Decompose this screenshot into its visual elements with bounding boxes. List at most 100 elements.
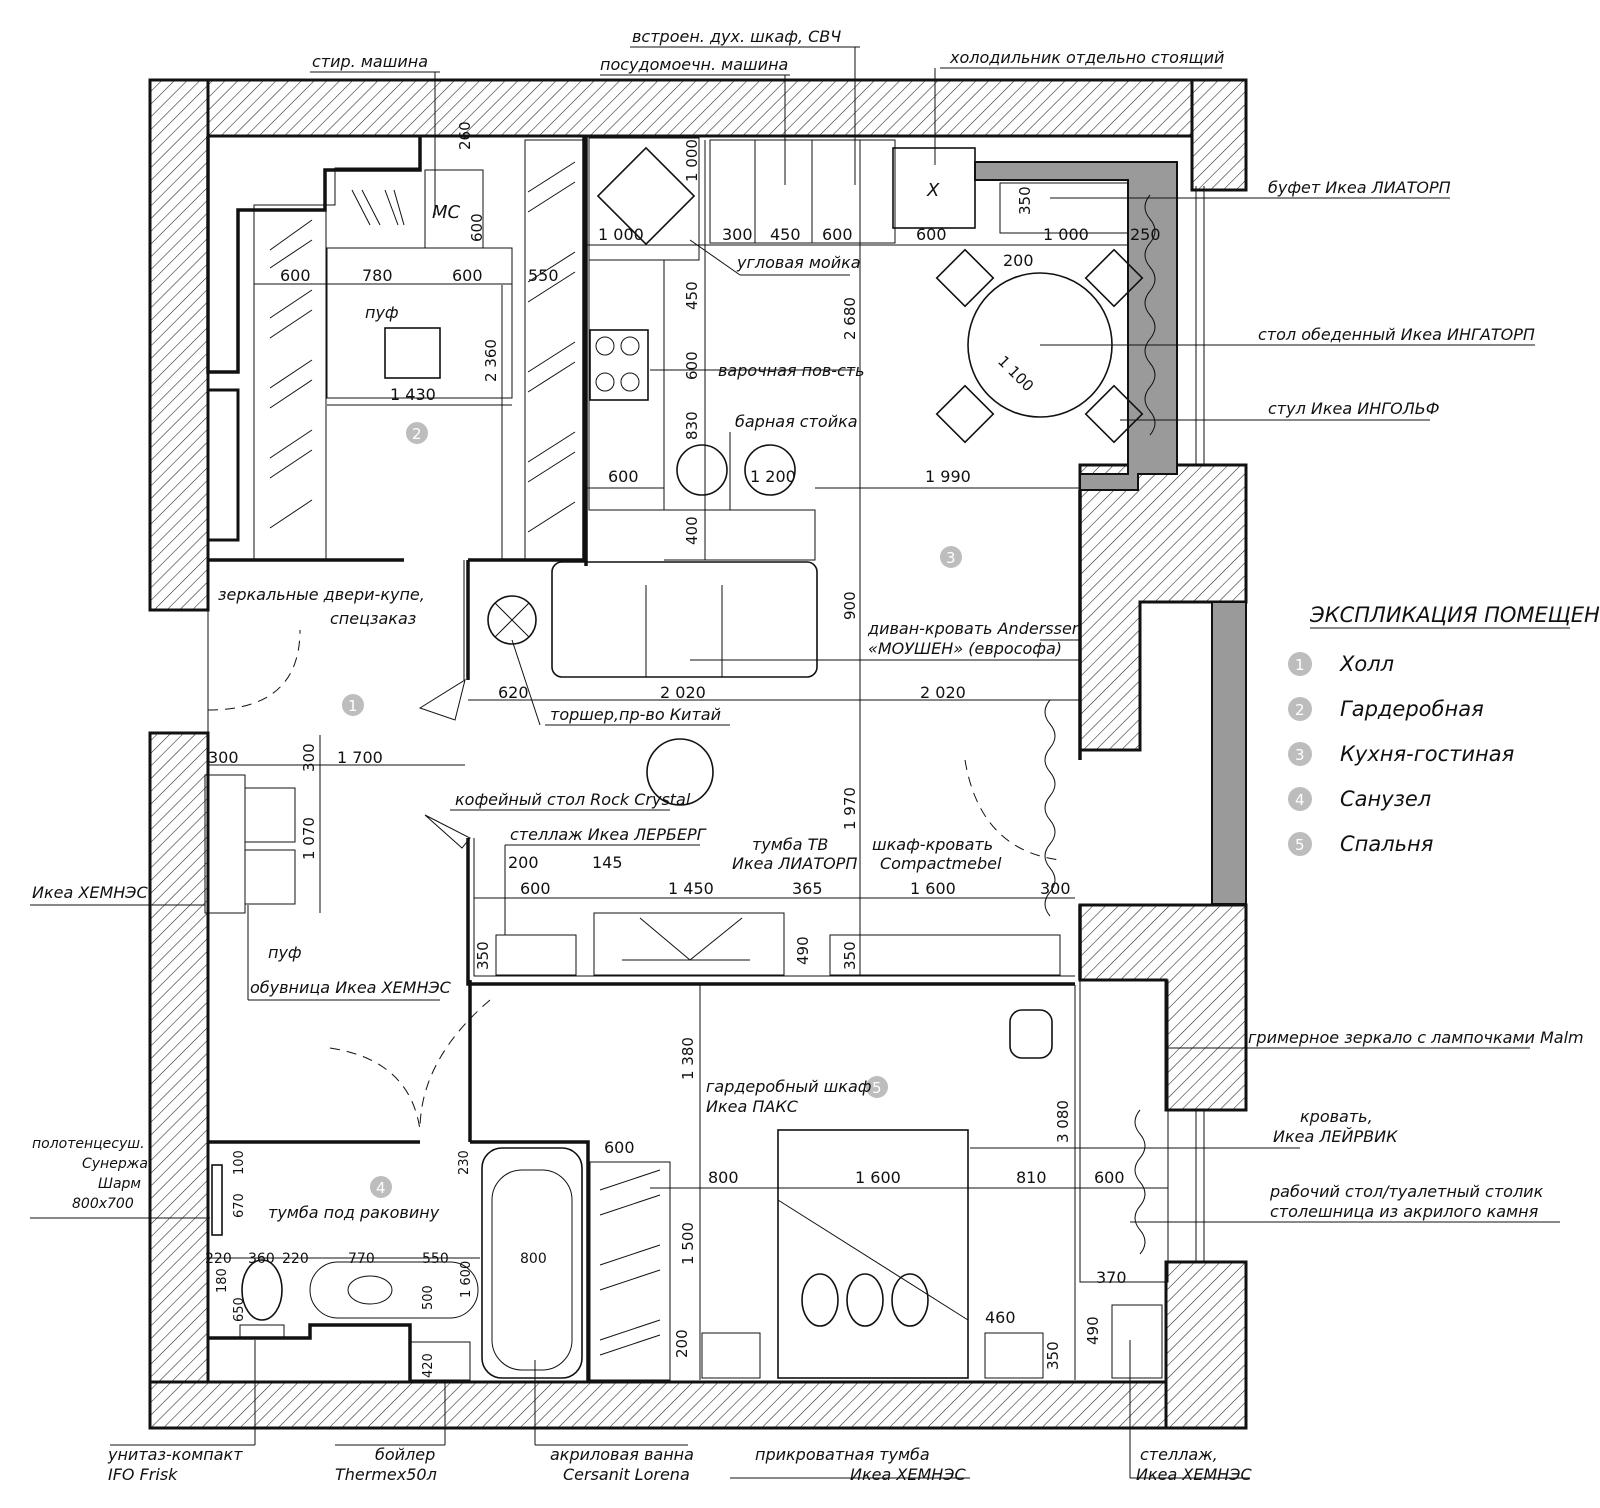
legend-marker-4 — [1288, 787, 1312, 811]
legend-num-5: 5 — [1295, 836, 1305, 854]
label-oven-microwave: встроен. дух. шкаф, СВЧ — [632, 27, 841, 46]
dim-1600b: 1 600 — [459, 1261, 474, 1298]
room-marker-1 — [342, 694, 364, 716]
tv-stand — [593, 912, 785, 976]
dim-800bed: 800 — [708, 1168, 739, 1187]
bedroom-furniture — [589, 979, 1169, 1381]
room-marker-3-num: 3 — [946, 549, 956, 567]
label-nightstand-1: прикроватная тумба — [755, 1445, 930, 1464]
dim-1500: 1 500 — [679, 1222, 697, 1265]
label-sofa-1: диван-кровать Anderssen — [867, 619, 1082, 638]
office-chair — [1009, 1009, 1053, 1059]
dim-1380: 1 380 — [679, 1037, 697, 1080]
label-chair: стул Икеа ИНГОЛЬФ — [1268, 399, 1440, 418]
label-sofa-2: «МОУШЕН» (еврософа) — [868, 639, 1062, 658]
desk — [1079, 979, 1169, 1283]
dim-600s: 600 — [520, 879, 551, 898]
dim-420: 420 — [421, 1353, 436, 1378]
dim-350buf: 350 — [1016, 186, 1034, 215]
label-bar: барная стойка — [735, 412, 858, 431]
room-marker-1-num: 1 — [348, 697, 358, 715]
dim-220b: 220 — [282, 1251, 309, 1267]
dim-1600bed: 1 600 — [855, 1168, 901, 1187]
bathtub — [481, 1147, 583, 1379]
dim-3080: 3 080 — [1054, 1100, 1072, 1143]
dim-450a: 450 — [770, 225, 801, 244]
dim-250: 250 — [1130, 225, 1161, 244]
label-shoe-cabinet: обувница Икеа ХЕМНЭС — [250, 978, 452, 997]
room-marker-3 — [940, 546, 962, 568]
legend-marker-3 — [1288, 742, 1312, 766]
kitchen-furniture: X — [588, 137, 1156, 1255]
room-marker-2-num: 2 — [412, 425, 422, 443]
label-towel-1: полотенцесуш. — [32, 1136, 145, 1152]
dim-100: 100 — [232, 1150, 247, 1175]
interior-walls — [206, 136, 1082, 1382]
sofa — [551, 561, 818, 678]
dim-600v-wm: 600 — [468, 213, 486, 242]
nightstand-left — [701, 1332, 761, 1379]
dim-350b: 350 — [841, 941, 859, 970]
dim-500: 500 — [421, 1285, 436, 1310]
dim-300wb: 300 — [1040, 879, 1071, 898]
dim-600w2: 600 — [452, 266, 483, 285]
towel-rail — [211, 1164, 223, 1236]
label-shelf-lerberg: стеллаж Икеа ЛЕРБЕРГ — [510, 825, 707, 844]
label-desk-1: рабочий стол/туалетный столик — [1269, 1182, 1544, 1201]
label-wardrobe-2: Икеа ПАКС — [706, 1097, 799, 1116]
dim-230: 230 — [457, 1150, 472, 1175]
buffet — [999, 182, 1129, 234]
exterior-walls — [148, 78, 1248, 1430]
dim-490a: 490 — [794, 936, 812, 965]
dim-2020b: 2 020 — [920, 683, 966, 702]
label-dining-table: стол обеденный Икеа ИНГАТОРП — [1258, 325, 1535, 344]
label-bed-1: кровать, — [1300, 1107, 1373, 1126]
label-toilet-2: IFO Frisk — [108, 1465, 178, 1484]
label-mirror-doors-2: спецзаказ — [330, 609, 416, 628]
dim-1000h: 1 000 — [598, 225, 644, 244]
dim-2360: 2 360 — [482, 339, 500, 382]
label-bed-2: Икеа ЛЕЙРВИК — [1273, 1127, 1398, 1146]
dim-200paks: 200 — [673, 1329, 691, 1358]
fridge — [892, 147, 976, 229]
label-makeup-mirror: гримерное зеркало с лампочками Malm — [1248, 1028, 1584, 1047]
bathroom-furniture — [211, 1147, 583, 1381]
coffee-table — [646, 738, 714, 806]
label-corner-sink: угловая мойка — [736, 253, 861, 272]
legend-num-1: 1 — [1295, 656, 1305, 674]
label-fridge: холодильник отдельно стоящий — [949, 48, 1224, 67]
label-wallbed-1: шкаф-кровать — [872, 835, 993, 854]
mc-label: МС — [432, 202, 461, 223]
dim-1000v: 1 000 — [683, 139, 701, 182]
pillows — [801, 1273, 929, 1327]
vanity — [309, 1261, 479, 1319]
legend-marker-5 — [1288, 832, 1312, 856]
dim-350a: 350 — [474, 941, 492, 970]
dimension-lines — [208, 140, 1168, 1380]
toilet — [241, 1259, 283, 1321]
dim-200tab: 200 — [1003, 251, 1034, 270]
label-wallbed-2: Compactmebel — [880, 854, 1002, 873]
bar-counter — [664, 509, 816, 561]
dim-1430: 1 430 — [390, 385, 436, 404]
label-washing-machine: стир. машина — [312, 52, 428, 71]
paks-wardrobe — [589, 1161, 671, 1381]
legend-item-5: Спальня — [1340, 832, 1433, 856]
legend-num-4: 4 — [1295, 791, 1305, 809]
bar-stool — [744, 444, 796, 496]
label-towel-4: 800х700 — [72, 1196, 134, 1212]
label-toilet-1: унитаз-компакт — [107, 1445, 243, 1464]
label-boiler-2: Thermex50л — [335, 1465, 437, 1484]
legend-title: ЭКСПЛИКАЦИЯ ПОМЕЩЕНИЙ — [1309, 602, 1600, 627]
room-marker-5 — [866, 1076, 888, 1098]
label-nightstand-2: Икеа ХЕМНЭС — [850, 1465, 966, 1484]
room-marker-5-num: 5 — [872, 1079, 882, 1097]
label-tv-2: Икеа ЛИАТОРП — [732, 854, 857, 873]
dim-1200: 1 200 — [750, 467, 796, 486]
label-buffet: буфет Икеа ЛИАТОРП — [1268, 178, 1451, 197]
bed — [777, 1129, 969, 1379]
label-shelf-2-2: Икеа ХЕМНЭС — [1136, 1465, 1252, 1484]
label-bath-2: Cersanit Lorena — [563, 1465, 690, 1484]
dim-1100: 1 100 — [994, 352, 1037, 395]
legend: ЭКСПЛИКАЦИЯ ПОМЕЩЕНИЙ 1 Холл 2 Гардеробн… — [1288, 602, 1600, 856]
